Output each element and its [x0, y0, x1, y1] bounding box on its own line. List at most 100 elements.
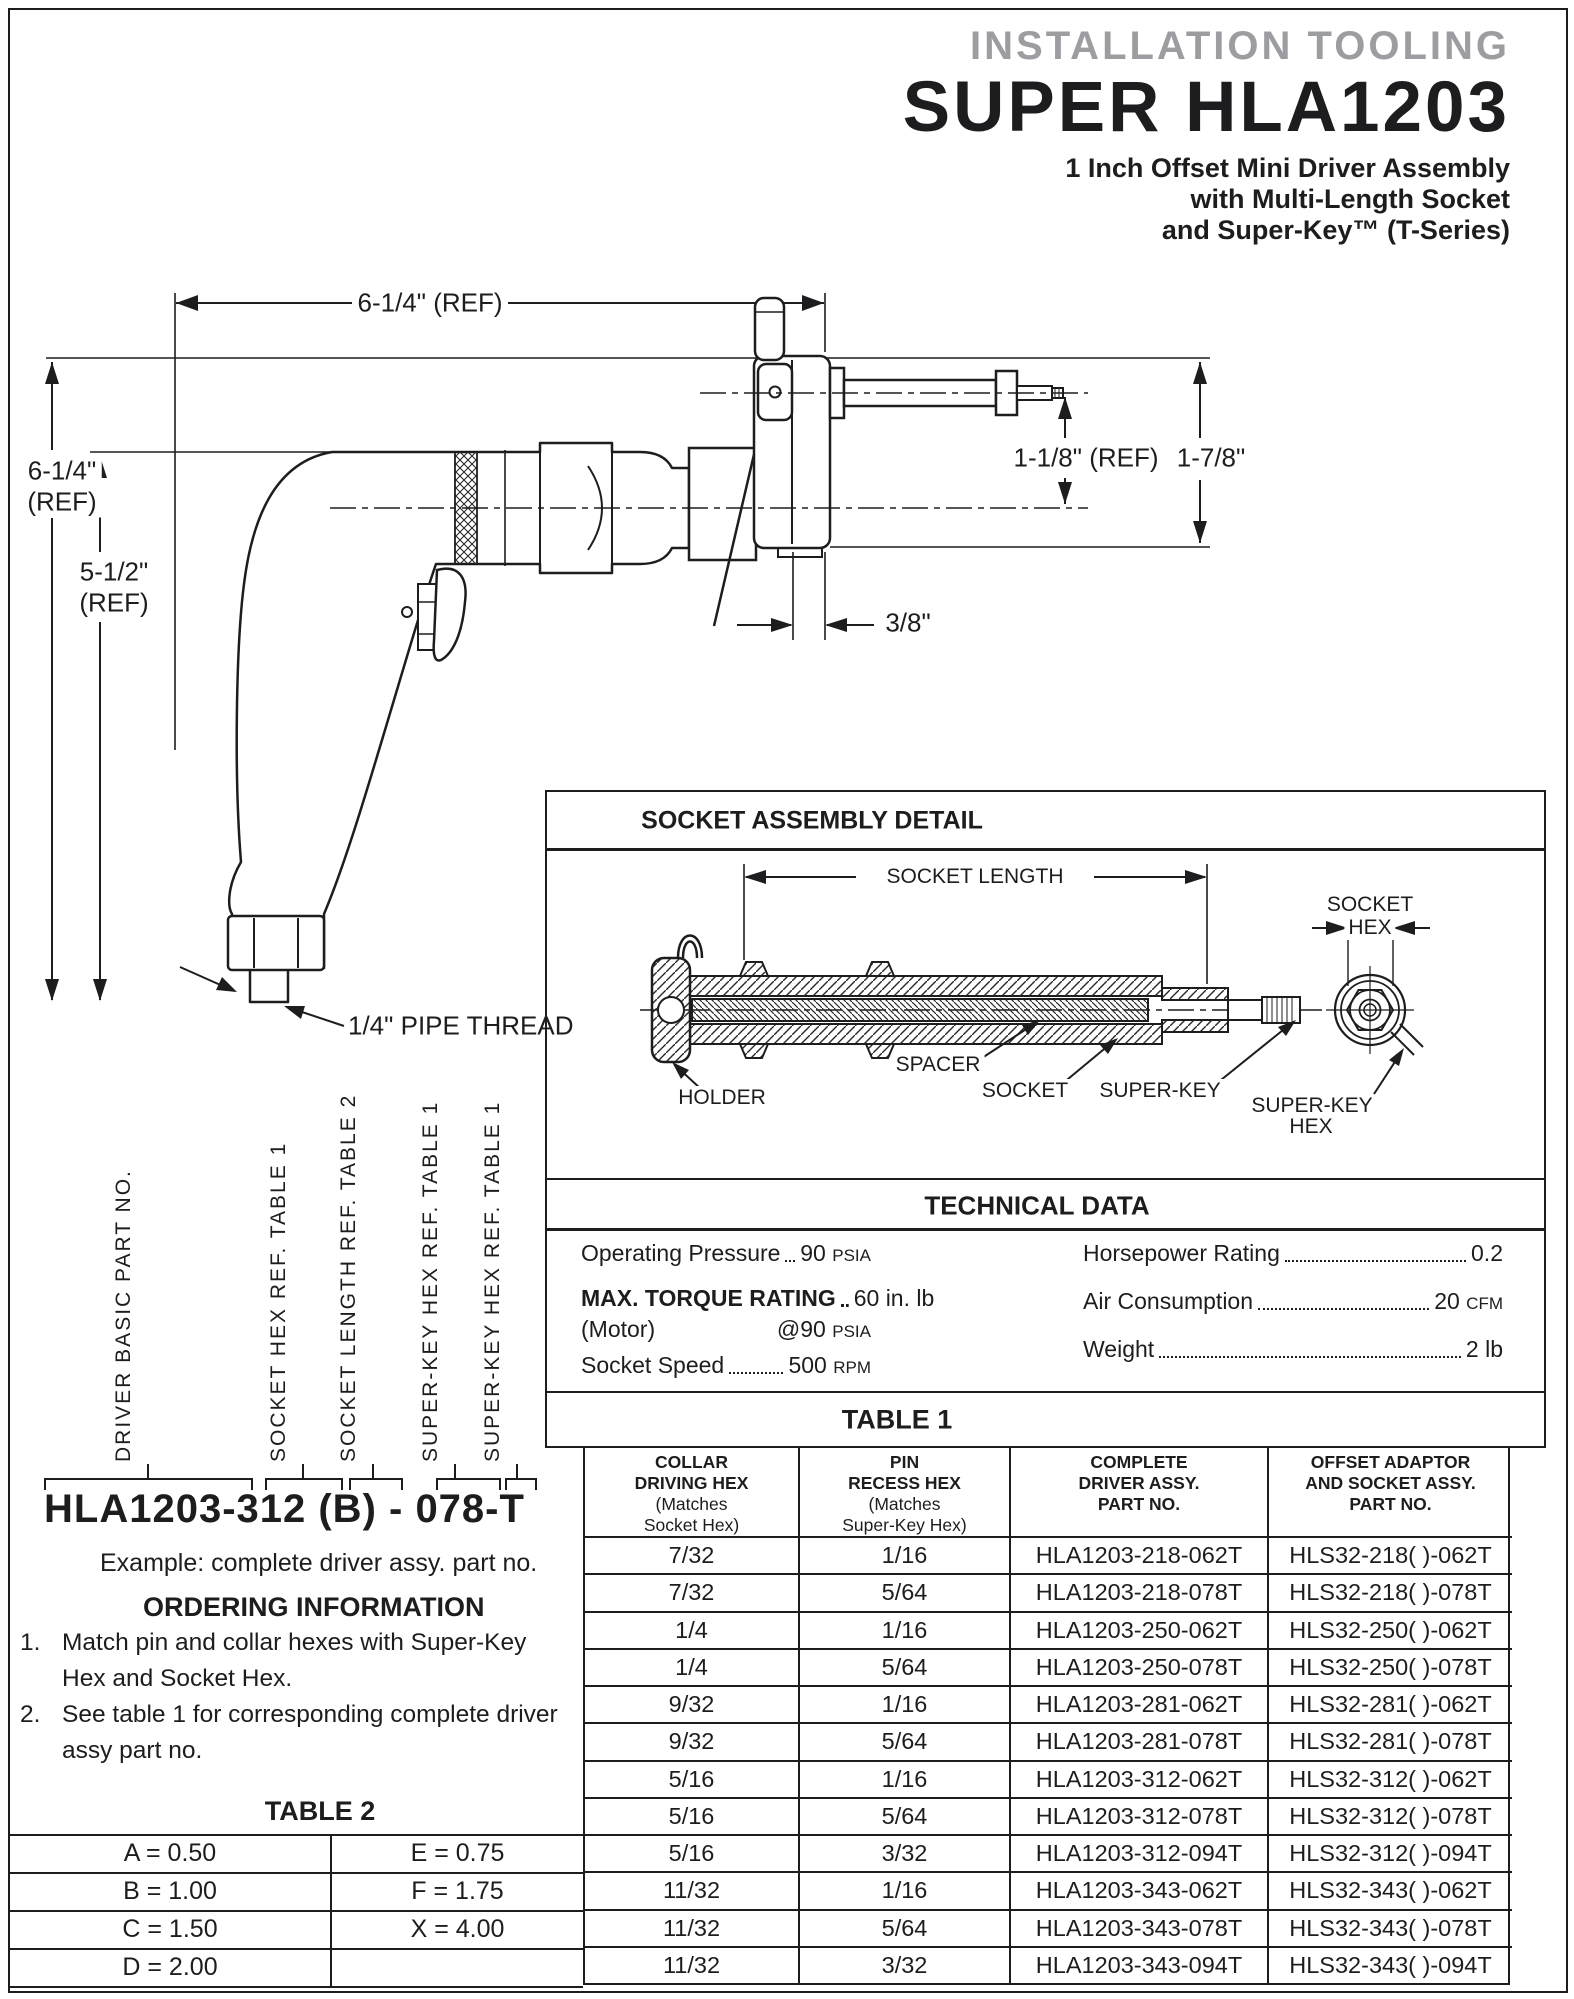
- table2-cell: F = 1.75: [332, 1874, 583, 1912]
- ordering-item-text: Match pin and collar hexes with Super-Ke…: [62, 1629, 527, 1692]
- table2-cell: B = 1.00: [10, 1874, 332, 1912]
- table-cell: HLS32-312( )-078T: [1269, 1799, 1512, 1836]
- table-cell: 7/32: [585, 1538, 800, 1576]
- torque-motor-label: (Motor): [581, 1316, 656, 1342]
- table-cell: 9/32: [585, 1687, 800, 1725]
- weight-label: Weight: [1083, 1336, 1155, 1362]
- operating-pressure-unit: PSIA: [832, 1246, 871, 1265]
- ordering-title: ORDERING INFORMATION: [143, 1592, 485, 1622]
- table-cell: HLS32-343( )-062T: [1269, 1873, 1512, 1911]
- air-consumption-unit: CFM: [1466, 1294, 1503, 1313]
- table-cell: HLS32-343( )-094T: [1289, 1951, 1492, 1978]
- table2-cell: D = 2.00: [10, 1950, 332, 1988]
- table-cell: 1/16: [800, 1687, 1011, 1725]
- operating-pressure-row: Operating Pressure 90 PSIA: [581, 1240, 871, 1267]
- page-border: [8, 8, 1568, 1993]
- callout-super-key-hex-1: SUPER-KEY HEX REF. TABLE 1: [419, 1100, 442, 1462]
- technical-data-panel: [545, 1180, 1546, 1393]
- callout-super-key-hex-2: SUPER-KEY HEX REF. TABLE 1: [481, 1100, 504, 1462]
- dim-offset-label: 1-1/8" (REF): [1008, 442, 1164, 474]
- technical-data-title: TECHNICAL DATA: [924, 1190, 1150, 1221]
- torque-row: MAX. TORQUE RATING 60 in. lb: [581, 1285, 934, 1312]
- table-cell: HLS32-312( )-062T: [1269, 1762, 1512, 1799]
- dim-grip-height-ref: (REF): [74, 587, 154, 619]
- operating-pressure-label: Operating Pressure: [581, 1240, 781, 1266]
- dot-leader: [1159, 1356, 1461, 1358]
- air-consumption-label: Air Consumption: [1083, 1288, 1254, 1314]
- socket-assembly-title: SOCKET ASSEMBLY DETAIL: [641, 806, 983, 835]
- table-cell: 5/64: [800, 1575, 1011, 1613]
- callout-socket-hex: SOCKET HEX REF. TABLE 1: [267, 1141, 290, 1462]
- dot-leader: [729, 1372, 784, 1374]
- table1-title-band: [545, 1393, 1546, 1448]
- ordering-item-1: 1. Match pin and collar hexes with Super…: [20, 1625, 570, 1697]
- socket-hex-label: SOCKET: [1326, 893, 1414, 916]
- subtitle-line-2: with Multi-Length Socket: [1190, 184, 1510, 214]
- torque-label: MAX. TORQUE RATING: [581, 1285, 836, 1311]
- ordering-item-2: 2. See table 1 for corresponding complet…: [20, 1697, 570, 1769]
- table-cell: 5/16: [585, 1798, 800, 1836]
- table-cell: HLS32-312( )-094T: [1269, 1836, 1512, 1874]
- socket-length-label: SOCKET LENGTH: [882, 865, 1068, 889]
- table-cell: HLA1203-250-062T: [1011, 1612, 1269, 1650]
- table2-cell: X = 4.00: [332, 1912, 583, 1950]
- subtitle-line-1: 1 Inch Offset Mini Driver Assembly: [1065, 153, 1510, 183]
- table-cell: 1/16: [800, 1538, 1011, 1576]
- super-key-hex-label: SUPER-KEY: [1251, 1094, 1373, 1117]
- table-cell: HLA1203-312-078T: [1011, 1798, 1269, 1836]
- table-cell: HLA1203-343-078T: [1011, 1910, 1269, 1948]
- table-cell: HLA1203-250-078T: [1011, 1649, 1269, 1687]
- table-cell: HLA1203-218-078T: [1011, 1575, 1269, 1613]
- dim-overall-height-label: 6-1/4": [22, 455, 102, 487]
- air-consumption-row: Air Consumption 20 CFM: [1083, 1288, 1503, 1315]
- table-cell: HLS32-218( )-062T: [1269, 1538, 1512, 1576]
- table-cell: HLA1203-281-078T: [1011, 1724, 1269, 1762]
- subtitle-line-3: and Super-Key™ (T-Series): [1161, 215, 1510, 245]
- table-cell: HLS32-250( )-062T: [1269, 1613, 1512, 1650]
- table-cell: HLA1203-218-062T: [1011, 1538, 1269, 1576]
- callout-driver-basic: DRIVER BASIC PART NO.: [112, 1169, 135, 1462]
- table-cell: HLA1203-312-094T: [1011, 1836, 1269, 1874]
- ordering-item-number: 1.: [20, 1629, 41, 1656]
- page-title: SUPER HLA1203: [902, 68, 1510, 147]
- table-cell: HLS32-281( )-062T: [1269, 1687, 1512, 1725]
- table-cell: HLA1203-312-062T: [1011, 1761, 1269, 1799]
- header-category: INSTALLATION TOOLING: [970, 24, 1510, 68]
- socket-speed-value: 500: [788, 1352, 827, 1378]
- table2-grid: A = 0.50 E = 0.75 B = 1.00 F = 1.75 C = …: [10, 1834, 583, 1988]
- table-cell: 5/64: [800, 1910, 1011, 1948]
- table-cell: HLA1203-343-094T: [1011, 1947, 1269, 1985]
- weight-value: 2 lb: [1465, 1336, 1503, 1362]
- table-cell: HLS32-343( )-078T: [1269, 1911, 1512, 1948]
- torque-sub-value: @90: [776, 1316, 826, 1342]
- dot-leader: [785, 1260, 796, 1262]
- super-key-hex-label-2: HEX: [1289, 1115, 1333, 1138]
- dot-leader: [840, 1304, 849, 1307]
- header: INSTALLATION TOOLING SUPER HLA1203 1 Inc…: [903, 24, 1510, 246]
- table-cell: 1/4: [585, 1612, 800, 1650]
- table-cell: HLS32-281( )-078T: [1269, 1724, 1512, 1762]
- horsepower-label: Horsepower Rating: [1083, 1240, 1280, 1266]
- dim-top-width-label: 6-1/4" (REF): [352, 287, 508, 319]
- dim-flange-width-label: 3/8": [880, 607, 936, 639]
- dim-head-height-label: 1-7/8": [1171, 442, 1251, 474]
- table2-cell: E = 0.75: [332, 1836, 583, 1874]
- holder-label: HOLDER: [674, 1086, 770, 1110]
- ordering-item-text: See table 1 for corresponding complete d…: [62, 1701, 558, 1764]
- horsepower-value: 0.2: [1471, 1240, 1503, 1266]
- table-cell: HLS32-218( )-078T: [1269, 1575, 1512, 1613]
- table-cell: 9/32: [585, 1724, 800, 1762]
- table-cell: 5/64: [800, 1649, 1011, 1687]
- table2-cell: C = 1.50: [10, 1912, 332, 1950]
- pipe-thread-label: 1/4" PIPE THREAD: [348, 1010, 574, 1041]
- air-consumption-value: 20: [1434, 1288, 1460, 1314]
- table-cell: 5/16: [585, 1836, 800, 1874]
- table-cell: 11/32: [585, 1873, 800, 1911]
- table-cell: 3/32: [800, 1947, 1011, 1985]
- operating-pressure-value: 90: [800, 1240, 826, 1266]
- dim-overall-height-ref: (REF): [22, 486, 102, 518]
